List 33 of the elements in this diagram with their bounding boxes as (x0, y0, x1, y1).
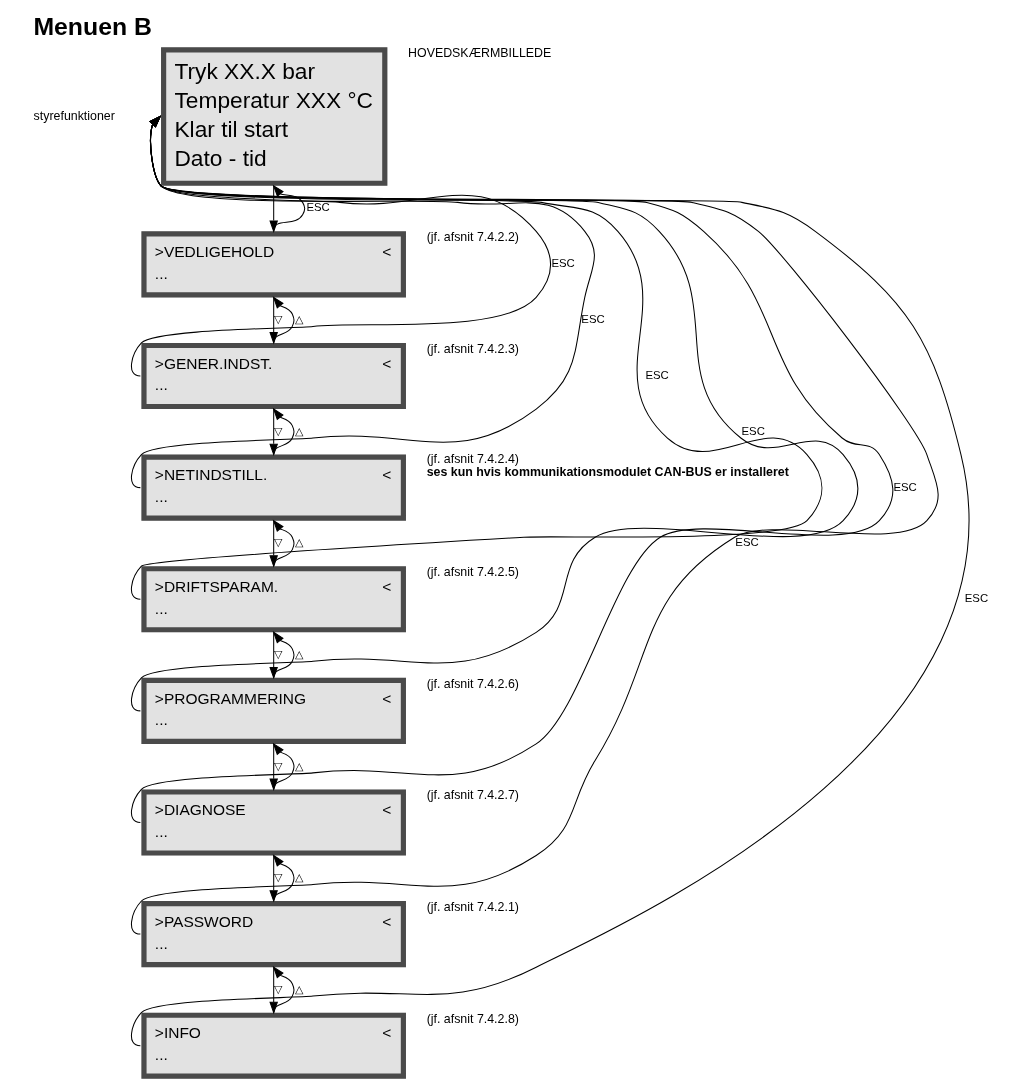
diagram-title: Menuen B (32, 13, 152, 41)
edge-label: ESC (580, 313, 605, 326)
edge-label: ESC (892, 480, 917, 493)
node-label: HOVEDSKÆRMBILLEDE (407, 46, 551, 61)
edge-label: ESC (964, 592, 988, 605)
edge-label: ESC (644, 368, 669, 381)
edge-label: △ (294, 982, 303, 995)
edge-label: △ (294, 536, 303, 549)
edge-label: △ (294, 647, 303, 660)
edge-label: △ (294, 871, 303, 884)
edge-label: ▽ (273, 871, 282, 884)
edge-label: ▽ (273, 982, 282, 995)
node-label: (jf. afsnit 7.4.2.5) (426, 565, 519, 580)
edge-label: ▽ (273, 536, 282, 549)
edge-label: △ (294, 313, 303, 326)
node-label: (jf. afsnit 7.4.2.6) (426, 676, 519, 691)
node-label: (jf. afsnit 7.4.2.8) (426, 1011, 519, 1026)
edge-label: △ (294, 424, 303, 437)
edge-label: ▽ (273, 424, 282, 437)
edge-label: ▽ (273, 759, 282, 772)
node-label: (jf. afsnit 7.4.2.4) (426, 452, 519, 467)
edge-label: ▽ (273, 647, 282, 660)
edge-label: ESC (305, 201, 330, 214)
edge-label: ESC (734, 536, 759, 549)
label: styrefunktioner (33, 108, 115, 123)
node-label: (jf. afsnit 7.4.2.7) (426, 788, 519, 803)
node-label: (jf. afsnit 7.4.2.3) (426, 341, 519, 356)
node-label: (jf. afsnit 7.4.2.1) (426, 899, 519, 914)
edge-label: ESC (550, 257, 575, 270)
edge-label: ESC (741, 424, 765, 437)
node-label: (jf. afsnit 7.4.2.2) (426, 230, 519, 245)
edge-label: △ (294, 759, 303, 772)
edge-label: ▽ (273, 313, 282, 326)
